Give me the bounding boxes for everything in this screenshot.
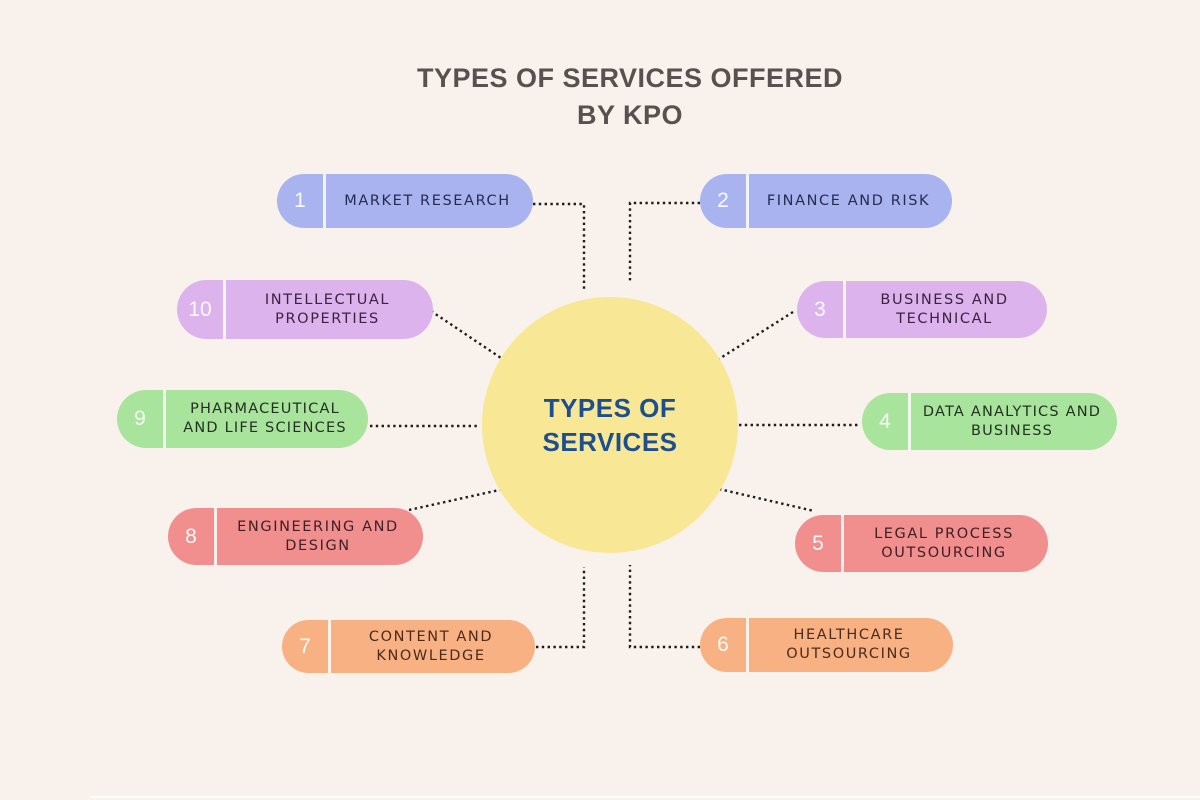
center-node-label: TYPES OF SERVICES [542,391,677,459]
node-legal-process-outsourcing: 5 LEGAL PROCESS OUTSOURCING [795,515,1048,572]
node-number: 7 [299,634,311,658]
node-label: ENGINEERING AND DESIGN [237,518,399,554]
center-label-line-2: SERVICES [542,427,678,457]
node-label: DATA ANALYTICS AND BUSINESS [922,403,1102,439]
node-pharmaceutical-and-life-sciences: 9 PHARMACEUTICAL AND LIFE SCIENCES [117,390,368,448]
pill-divider [214,508,217,565]
connector-market-research [533,202,586,289]
node-number: 3 [814,297,826,321]
node-label: LEGAL PROCESS OUTSOURCING [874,525,1014,561]
node-healthcare-outsourcing: 6 HEALTHCARE OUTSOURCING [700,618,953,672]
pill-divider [843,281,846,338]
center-label-line-1: TYPES OF [543,393,677,423]
node-label: PHARMACEUTICAL AND LIFE SCIENCES [183,401,347,436]
connector-healthcare [628,565,700,649]
node-business-and-technical: 3 BUSINESS AND TECHNICAL [797,281,1047,338]
page-title: TYPES OF SERVICES OFFERED BY KPO [417,60,843,134]
center-node: TYPES OF SERVICES [482,297,738,553]
node-number: 10 [188,297,212,321]
node-number: 5 [812,531,824,555]
node-number: 4 [879,409,891,433]
node-intellectual-properties: 10 INTELLECTUAL PROPERTIES [177,280,433,339]
connector-content-knowledge [536,567,586,649]
node-finance-and-risk: 2 FINANCE AND RISK [700,174,952,228]
page-title-line-2: BY KPO [576,100,684,130]
page-title-line-1: TYPES OF SERVICES OFFERED [416,63,844,93]
node-label: HEALTHCARE OUTSOURCING [786,627,912,662]
pill-divider [323,174,326,228]
connector-finance-and-risk [628,201,700,283]
node-label: MARKET RESEARCH [344,192,511,209]
connector-intellectual-properties [430,310,505,361]
connector-business-and-technical [718,310,794,361]
pill-divider [841,515,844,572]
node-number: 6 [717,633,729,656]
node-number: 2 [717,189,729,212]
pill-divider [746,174,749,228]
connector-legal-process [718,487,815,513]
pill-divider [163,390,166,448]
node-number: 8 [185,524,197,548]
node-market-research: 1 MARKET RESEARCH [277,174,533,228]
connector-engineering-design [408,487,505,512]
node-label: INTELLECTUAL PROPERTIES [264,291,391,327]
node-number: 9 [134,407,146,430]
node-data-analytics-and-business: 4 DATA ANALYTICS AND BUSINESS [862,393,1117,450]
pill-divider [328,620,331,673]
pill-divider [746,618,749,672]
node-label: BUSINESS AND TECHNICAL [880,291,1009,327]
node-content-and-knowledge: 7 CONTENT AND KNOWLEDGE [282,620,535,673]
pill-divider [908,393,911,450]
node-label: CONTENT AND KNOWLEDGE [368,628,494,664]
pill-divider [223,280,226,339]
node-label: FINANCE AND RISK [766,192,931,209]
node-engineering-and-design: 8 ENGINEERING AND DESIGN [168,508,423,565]
node-number: 1 [294,189,306,212]
bottom-edge-strip [90,796,1200,798]
